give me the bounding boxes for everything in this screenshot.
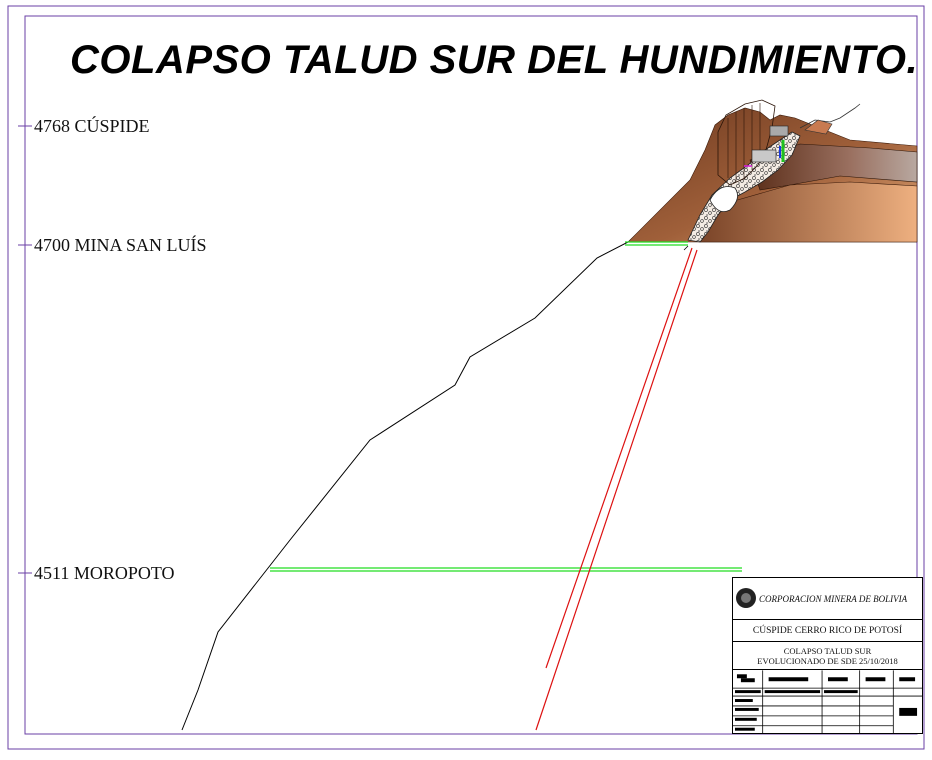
terrain-profile (181, 241, 688, 731)
description-line-2: EVOLUCIONADO DE SDE 25/10/2018 (757, 656, 898, 666)
level-4511-line (270, 567, 742, 572)
drawing-title: COLAPSO TALUD SUR DEL HUNDIMIENTO. (70, 38, 919, 82)
collapse-zone (627, 99, 918, 243)
block-grey-small (769, 125, 789, 137)
outcrop (799, 103, 861, 129)
collapse-scar-outline (717, 99, 776, 186)
level-4700-line (625, 241, 688, 246)
title-block-grid (733, 670, 922, 734)
sheet-frame-outer (7, 5, 925, 750)
level-label-cuspide: 4768 CÚSPIDE (34, 116, 150, 136)
inclined-shaft (535, 245, 698, 731)
company-seal-icon (736, 588, 756, 608)
block-grey (751, 149, 777, 163)
sheet-frame-inner (24, 15, 918, 735)
title-block-company: CORPORACION MINERA DE BOLIVIA (733, 578, 922, 620)
description-line-1: COLAPSO TALUD SUR (783, 646, 872, 656)
level-label-moropoto: 4511 MOROPOTO (34, 563, 175, 583)
opening-void (709, 186, 738, 213)
level-label-san-luis: 4700 MINA SAN LUÍS (34, 235, 207, 255)
title-block-description: COLAPSO TALUD SUR EVOLUCIONADO DE SDE 25… (733, 642, 922, 670)
title-block-site: CÚSPIDE CERRO RICO DE POTOSÍ (733, 620, 922, 642)
outcrop-rock (804, 119, 833, 135)
title-block: CORPORACION MINERA DE BOLIVIA CÚSPIDE CE… (732, 577, 923, 734)
company-name: CORPORACION MINERA DE BOLIVIA (759, 594, 908, 604)
